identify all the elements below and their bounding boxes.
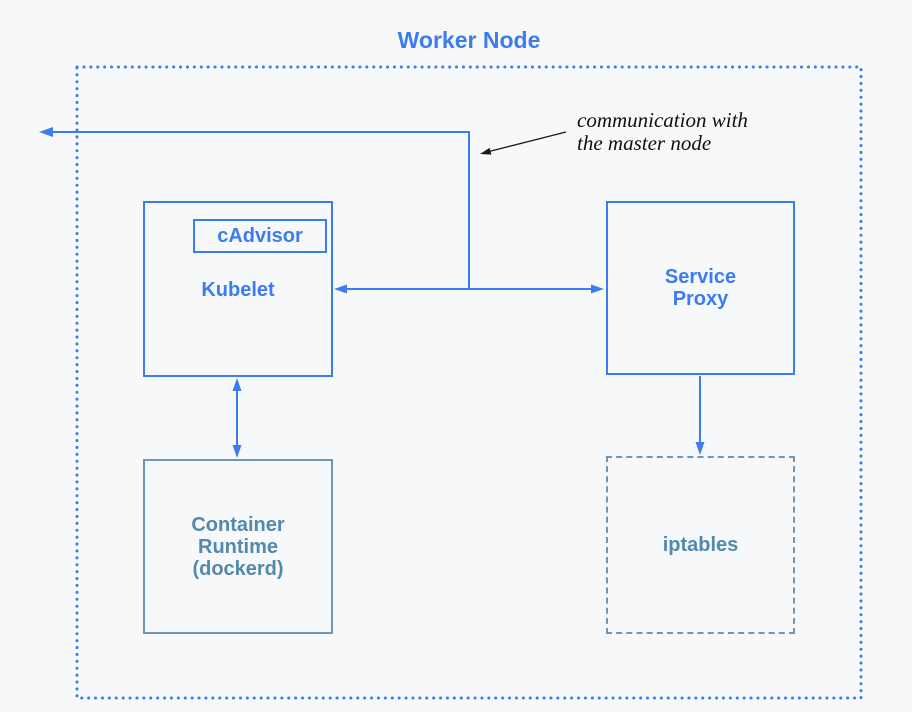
kubelet-runtime-bottom-arrowhead-icon: [232, 445, 242, 458]
diagram-title: Worker Node: [397, 27, 541, 53]
annotation-pointer-arrowhead-icon: [480, 147, 492, 155]
cadvisor-label: cAdvisor: [217, 225, 303, 247]
kubelet-serviceproxy-left-arrowhead-icon: [334, 284, 347, 294]
master-communication-arrowhead-icon: [39, 127, 53, 137]
iptables-label: iptables: [662, 534, 739, 556]
annotation-text: communication with the master node: [577, 109, 748, 155]
service-proxy-box: Service Proxy: [606, 201, 795, 375]
annotation-line1: communication with: [577, 108, 748, 132]
cadvisor-box: cAdvisor: [193, 219, 327, 253]
kubelet-serviceproxy-right-arrowhead-icon: [591, 284, 604, 294]
annotation-line2: the master node: [577, 131, 712, 155]
kubelet-runtime-top-arrowhead-icon: [232, 378, 242, 391]
serviceproxy-iptables-arrowhead-icon: [695, 442, 705, 455]
container-runtime-box: Container Runtime (dockerd): [143, 459, 333, 634]
service-proxy-label: Service Proxy: [664, 266, 737, 310]
container-runtime-label: Container Runtime (dockerd): [191, 513, 285, 580]
kubelet-label: Kubelet: [201, 279, 275, 301]
iptables-box: iptables: [606, 456, 795, 634]
annotation-pointer-line: [488, 131, 567, 153]
